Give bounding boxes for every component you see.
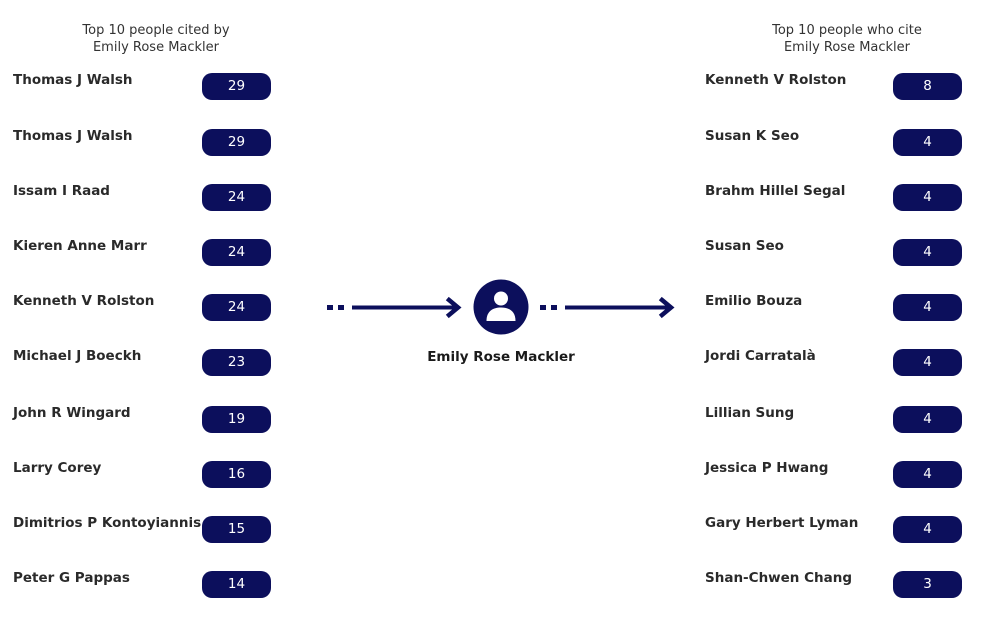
- citation-count-badge: 24: [202, 294, 271, 321]
- center-person-name[interactable]: Emily Rose Mackler: [427, 349, 575, 365]
- citation-count-badge: 8: [893, 73, 962, 100]
- person-name[interactable]: Dimitrios P Kontoyiannis: [13, 515, 202, 531]
- citation-count-badge: 4: [893, 239, 962, 266]
- citation-count-badge: 14: [202, 571, 271, 598]
- person-name[interactable]: Shan-Chwen Chang: [705, 570, 853, 586]
- citing-row[interactable]: Susan K Seo 4: [705, 128, 962, 156]
- person-name[interactable]: Emilio Bouza: [705, 293, 803, 309]
- person-name[interactable]: Susan Seo: [705, 238, 784, 254]
- user-avatar-icon: [473, 279, 529, 335]
- cited-by-title-line-1: Top 10 people cited by: [82, 23, 230, 38]
- citation-count-badge: 4: [893, 349, 962, 376]
- citation-count-badge: 4: [893, 516, 962, 543]
- citation-count-badge: 16: [202, 461, 271, 488]
- citation-count-badge: 4: [893, 294, 962, 321]
- citation-count-badge: 15: [202, 516, 271, 543]
- cited-by-row[interactable]: Kenneth V Rolston 24: [13, 293, 271, 321]
- citing-row[interactable]: Shan-Chwen Chang 3: [705, 570, 962, 598]
- center-connector: [327, 279, 675, 335]
- citing-row[interactable]: Brahm Hillel Segal 4: [705, 183, 962, 211]
- citing-row[interactable]: Susan Seo 4: [705, 238, 962, 266]
- outgoing-arrow-icon: [540, 296, 675, 319]
- cited-by-row[interactable]: Larry Corey 16: [13, 460, 271, 488]
- citation-count-badge: 4: [893, 129, 962, 156]
- person-name[interactable]: Thomas J Walsh: [13, 72, 133, 88]
- citing-title-line-1: Top 10 people who cite: [772, 23, 922, 38]
- person-name[interactable]: Kenneth V Rolston: [13, 293, 155, 309]
- person-name[interactable]: Lillian Sung: [705, 405, 795, 421]
- citing-row[interactable]: Lillian Sung 4: [705, 405, 962, 433]
- person-name[interactable]: Brahm Hillel Segal: [705, 183, 846, 199]
- citing-title: Top 10 people who cite Emily Rose Mackle…: [697, 22, 997, 56]
- citation-count-badge: 4: [893, 184, 962, 211]
- person-name[interactable]: Jordi Carratalà: [705, 348, 816, 364]
- cited-by-row[interactable]: Issam I Raad 24: [13, 183, 271, 211]
- citation-count-badge: 23: [202, 349, 271, 376]
- citation-count-badge: 29: [202, 73, 271, 100]
- incoming-arrow-icon: [327, 296, 462, 319]
- cited-by-title-line-2: Emily Rose Mackler: [92, 40, 220, 55]
- citing-title-line-2: Emily Rose Mackler: [783, 40, 911, 55]
- citing-row[interactable]: Jessica P Hwang 4: [705, 460, 962, 488]
- cited-by-row[interactable]: Peter G Pappas 14: [13, 570, 271, 598]
- cited-by-row[interactable]: Kieren Anne Marr 24: [13, 238, 271, 266]
- citation-count-badge: 24: [202, 184, 271, 211]
- citing-row[interactable]: Gary Herbert Lyman 4: [705, 515, 962, 543]
- cited-by-row[interactable]: Thomas J Walsh 29: [13, 72, 271, 100]
- person-name[interactable]: Jessica P Hwang: [705, 460, 829, 476]
- cited-by-row[interactable]: Dimitrios P Kontoyiannis 15: [13, 515, 271, 543]
- citing-row[interactable]: Jordi Carratalà 4: [705, 348, 962, 376]
- cited-by-row[interactable]: John R Wingard 19: [13, 405, 271, 433]
- cited-by-row[interactable]: Michael J Boeckh 23: [13, 348, 271, 376]
- citing-row[interactable]: Kenneth V Rolston 8: [705, 72, 962, 100]
- person-name[interactable]: Gary Herbert Lyman: [705, 515, 859, 531]
- citation-count-badge: 3: [893, 571, 962, 598]
- person-name[interactable]: Michael J Boeckh: [13, 348, 142, 364]
- citing-row[interactable]: Emilio Bouza 4: [705, 293, 962, 321]
- person-name[interactable]: Peter G Pappas: [13, 570, 130, 586]
- citation-count-badge: 4: [893, 461, 962, 488]
- person-name[interactable]: Kenneth V Rolston: [705, 72, 847, 88]
- person-name[interactable]: Larry Corey: [13, 460, 102, 476]
- person-name[interactable]: Issam I Raad: [13, 183, 110, 199]
- person-name[interactable]: Kieren Anne Marr: [13, 238, 147, 254]
- cited-by-title: Top 10 people cited by Emily Rose Mackle…: [6, 22, 306, 56]
- cited-by-row[interactable]: Thomas J Walsh 29: [13, 128, 271, 156]
- person-name[interactable]: Thomas J Walsh: [13, 128, 133, 144]
- person-name[interactable]: Susan K Seo: [705, 128, 800, 144]
- citation-count-badge: 29: [202, 129, 271, 156]
- citation-count-badge: 24: [202, 239, 271, 266]
- citation-count-badge: 4: [893, 406, 962, 433]
- citation-count-badge: 19: [202, 406, 271, 433]
- person-name[interactable]: John R Wingard: [13, 405, 131, 421]
